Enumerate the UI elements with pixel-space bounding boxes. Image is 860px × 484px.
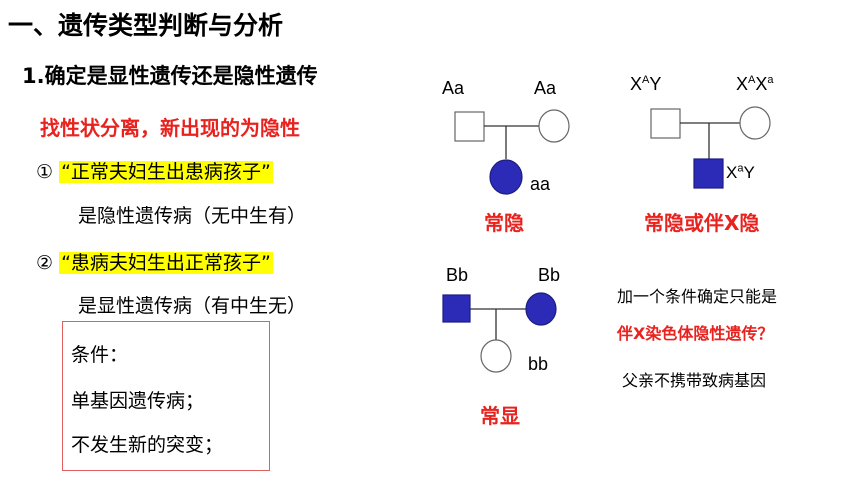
- pedigree-3: [442, 292, 557, 373]
- p3-child-symbol: [480, 339, 512, 373]
- p1-mother-genotype: Aa: [534, 78, 557, 98]
- p1-inheritance-label: 常隐: [484, 211, 524, 235]
- p2-inheritance-label: 常隐或伴X隐: [644, 211, 760, 235]
- condition-item-1: 单基因遗传病；: [71, 390, 205, 412]
- note-line-2: 伴X染色体隐性遗传？: [617, 324, 774, 343]
- case-2-number: ②: [36, 252, 54, 274]
- p3-mother-genotype: Bb: [538, 265, 561, 285]
- pedigree-1: [454, 109, 570, 195]
- p2-father-symbol: [650, 108, 681, 139]
- p2-father-genotype: XAY: [630, 74, 662, 94]
- note-line-3: 父亲不携带致病基因: [622, 371, 767, 390]
- p1-mother-symbol: [538, 109, 570, 143]
- p3-child-genotype: bb: [528, 354, 549, 374]
- p2-child-genotype: XaY: [726, 162, 755, 182]
- case-2-conclusion: 是显性遗传病（有中生无）: [78, 295, 307, 317]
- p2-child-affected-symbol: [693, 158, 724, 189]
- p3-father-genotype: Bb: [446, 265, 469, 285]
- section-subtitle: 1.确定是显性遗传还是隐性遗传: [22, 64, 318, 88]
- conditions-box: 条件： 单基因遗传病； 不发生新的突变；: [62, 321, 270, 471]
- case-2-quote: “患病夫妇生出正常孩子”: [59, 252, 273, 274]
- case-1-conclusion: 是隐性遗传病（无中生有）: [78, 205, 307, 227]
- pedigree-2: [650, 106, 771, 189]
- p1-child-affected-symbol: [489, 159, 523, 195]
- note-line-1: 加一个条件确定只能是: [617, 287, 778, 306]
- conditions-title: 条件：: [71, 344, 129, 366]
- p1-child-genotype: aa: [530, 174, 551, 194]
- case-1-number: ①: [36, 161, 54, 183]
- case-2: ② “患病夫妇生出正常孩子”: [36, 248, 273, 275]
- page-title: 一、遗传类型判断与分析: [8, 11, 284, 40]
- p2-mother-genotype: XAXa: [736, 74, 774, 94]
- p3-father-affected-symbol: [442, 294, 471, 323]
- p2-mother-symbol: [739, 106, 771, 140]
- p1-father-genotype: Aa: [442, 78, 465, 98]
- p3-mother-affected-symbol: [525, 292, 557, 326]
- condition-item-2: 不发生新的突变；: [71, 434, 224, 456]
- p3-inheritance-label: 常显: [480, 404, 520, 428]
- case-1-quote: “正常夫妇生出患病孩子”: [59, 161, 273, 183]
- rule-text: 找性状分离，新出现的为隐性: [40, 116, 300, 140]
- p1-father-symbol: [454, 111, 485, 142]
- case-1: ① “正常夫妇生出患病孩子”: [36, 157, 273, 184]
